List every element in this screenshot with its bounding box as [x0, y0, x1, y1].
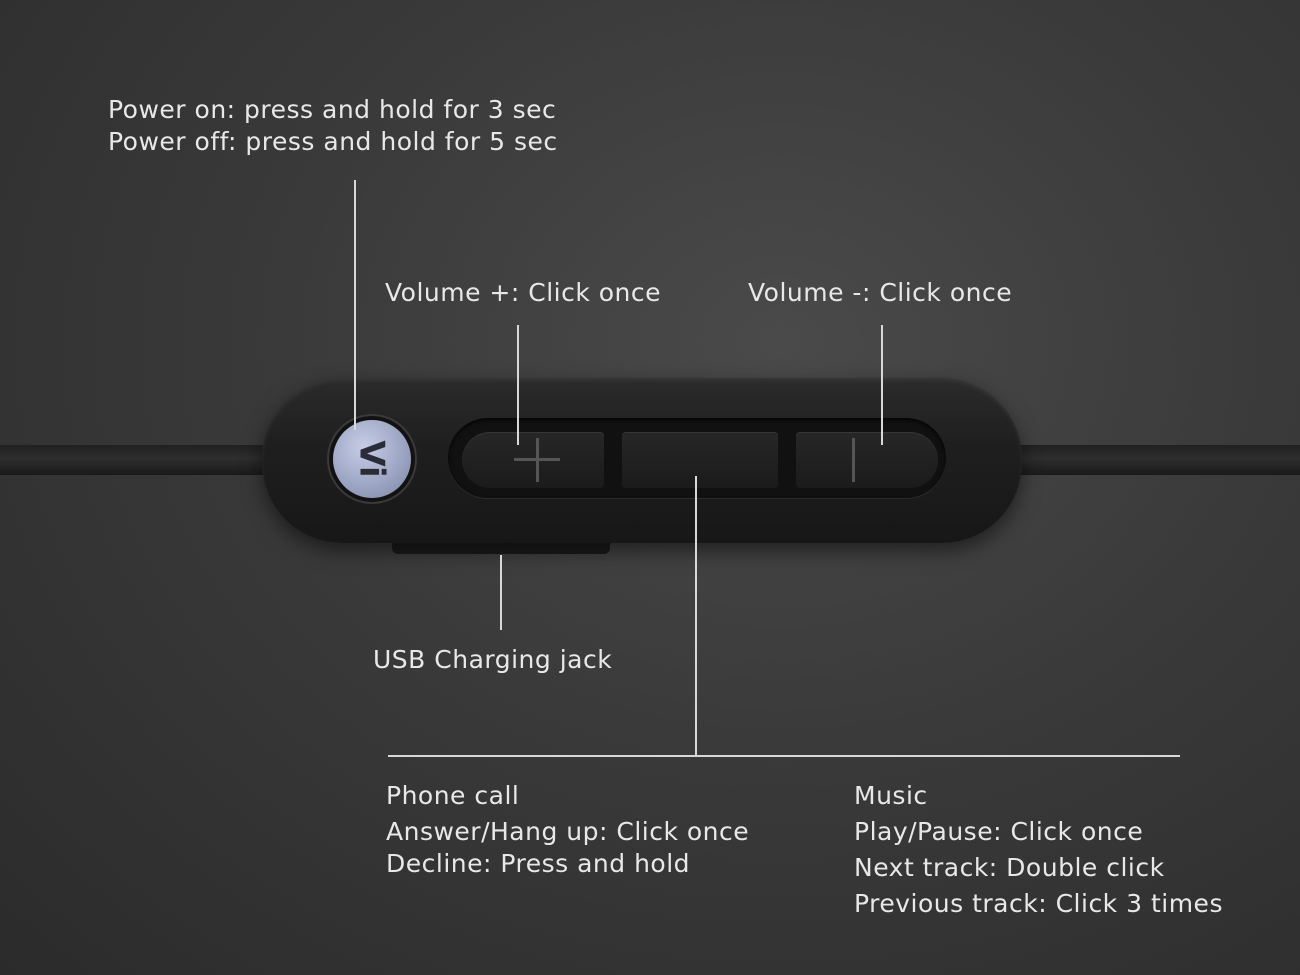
music-previous-track: Previous track: Click 3 times [854, 889, 1223, 918]
brand-logo: Vi [352, 440, 392, 478]
phone-call-answer: Answer/Hang up: Click once [386, 817, 750, 846]
music-next-track: Next track: Double click [854, 853, 1165, 882]
multifunction-callout-line [695, 476, 697, 757]
bottom-divider-line [388, 755, 1180, 757]
phone-call-title: Phone call [386, 781, 520, 810]
usb-label: USB Charging jack [373, 645, 613, 674]
power-on-label: Power on: press and hold for 3 sec [108, 95, 557, 124]
plus-icon-vertical [536, 438, 539, 482]
cable-right [1000, 445, 1300, 475]
power-button[interactable]: Vi [333, 420, 411, 498]
volume-down-callout-line [881, 325, 883, 445]
volume-up-label: Volume +: Click once [385, 278, 662, 307]
power-callout-line [354, 180, 356, 430]
music-play-pause: Play/Pause: Click once [854, 817, 1144, 846]
volume-down-button[interactable] [796, 432, 938, 488]
usb-callout-line [500, 555, 502, 630]
music-title: Music [854, 781, 928, 810]
volume-down-label: Volume -: Click once [748, 278, 1013, 307]
phone-call-decline: Decline: Press and hold [386, 849, 691, 878]
volume-up-button[interactable] [462, 432, 604, 488]
volume-up-callout-line [517, 325, 519, 445]
cable-left [0, 445, 280, 475]
power-off-label: Power off: press and hold for 5 sec [108, 127, 558, 156]
multifunction-button[interactable] [622, 432, 778, 488]
minus-icon [852, 438, 855, 482]
